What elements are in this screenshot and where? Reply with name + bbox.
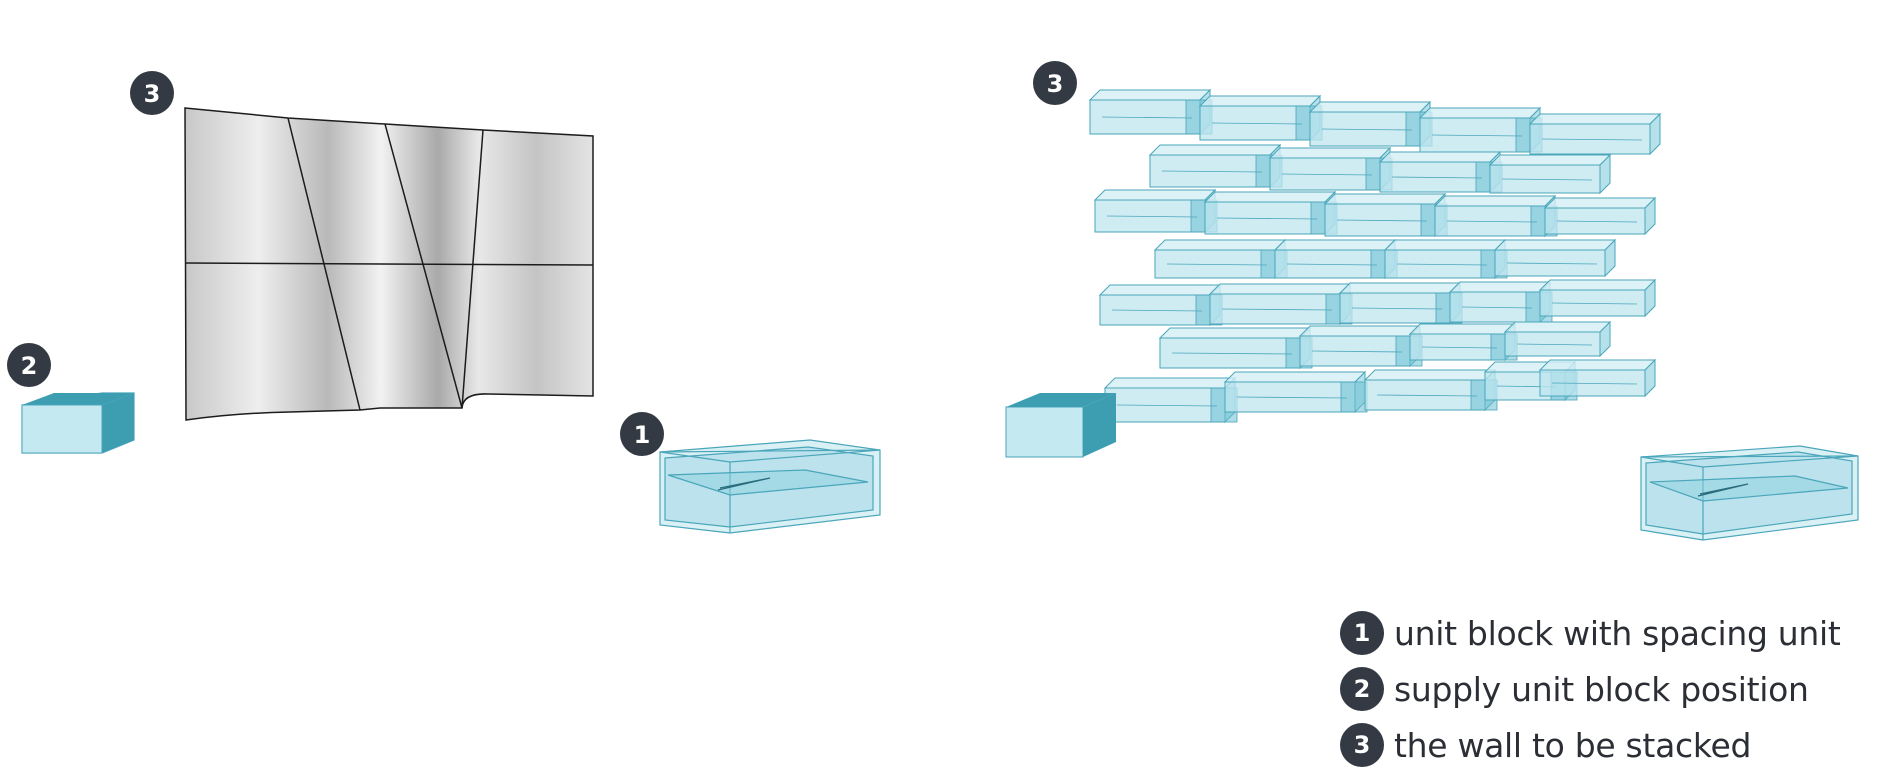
marker-3-right-text: 3 (1047, 70, 1064, 98)
stack-block (1338, 281, 1463, 325)
legend-item-2: 2 supply unit block position (1340, 661, 1841, 717)
legend-badge-3: 3 (1340, 723, 1384, 767)
marker-1-left-text: 1 (634, 421, 651, 449)
legend-badge-1: 1 (1340, 611, 1384, 655)
spacing-unit-block-right (1640, 445, 1859, 541)
supply-block-right (1005, 393, 1116, 458)
stack-block (1433, 194, 1558, 238)
stack-block (1538, 358, 1657, 398)
stack-block (1088, 88, 1213, 136)
stack-block (1528, 112, 1662, 156)
stack-block (1488, 153, 1612, 195)
marker-3-left-text: 3 (144, 80, 161, 108)
stack-block (1363, 368, 1498, 412)
stack-block (1208, 282, 1353, 326)
stacked-block-wall (1088, 88, 1662, 424)
stack-block (1408, 322, 1518, 362)
stack-block (1383, 238, 1508, 280)
legend-label-2: supply unit block position (1394, 669, 1809, 709)
stack-block (1448, 280, 1553, 324)
marker-3-left: 3 (130, 71, 174, 115)
spacing-unit-block-left (659, 439, 881, 534)
stack-block (1093, 188, 1218, 234)
wall-surface (184, 107, 594, 421)
stack-block (1538, 278, 1657, 318)
marker-2-left: 2 (7, 343, 51, 387)
stack-block (1323, 192, 1448, 238)
stack-block (1503, 320, 1612, 358)
stack-block (1308, 100, 1433, 148)
stack-block (1198, 94, 1323, 142)
stack-block (1298, 324, 1423, 368)
stack-block (1103, 376, 1238, 424)
supply-block-left (21, 392, 135, 454)
stack-block (1378, 150, 1503, 194)
stack-block (1148, 143, 1283, 189)
stack-block (1418, 106, 1543, 154)
stack-block (1203, 190, 1338, 236)
marker-3-right: 3 (1033, 61, 1077, 105)
legend-item-1: 1 unit block with spacing unit (1340, 605, 1841, 661)
legend-badge-2: 2 (1340, 667, 1384, 711)
stack-block (1268, 146, 1393, 192)
stack-block (1098, 283, 1223, 327)
stack-block (1223, 370, 1368, 414)
stack-block (1153, 238, 1288, 280)
legend-item-3: 3 the wall to be stacked (1340, 717, 1841, 773)
legend: 1 unit block with spacing unit 2 supply … (1340, 605, 1841, 773)
marker-1-left: 1 (620, 412, 664, 456)
legend-label-3: the wall to be stacked (1394, 725, 1752, 765)
stack-block (1493, 238, 1617, 278)
stack-block (1273, 238, 1398, 280)
stack-block (1158, 326, 1313, 370)
stack-block (1543, 196, 1657, 236)
legend-label-1: unit block with spacing unit (1394, 613, 1841, 653)
marker-2-left-text: 2 (21, 352, 38, 380)
